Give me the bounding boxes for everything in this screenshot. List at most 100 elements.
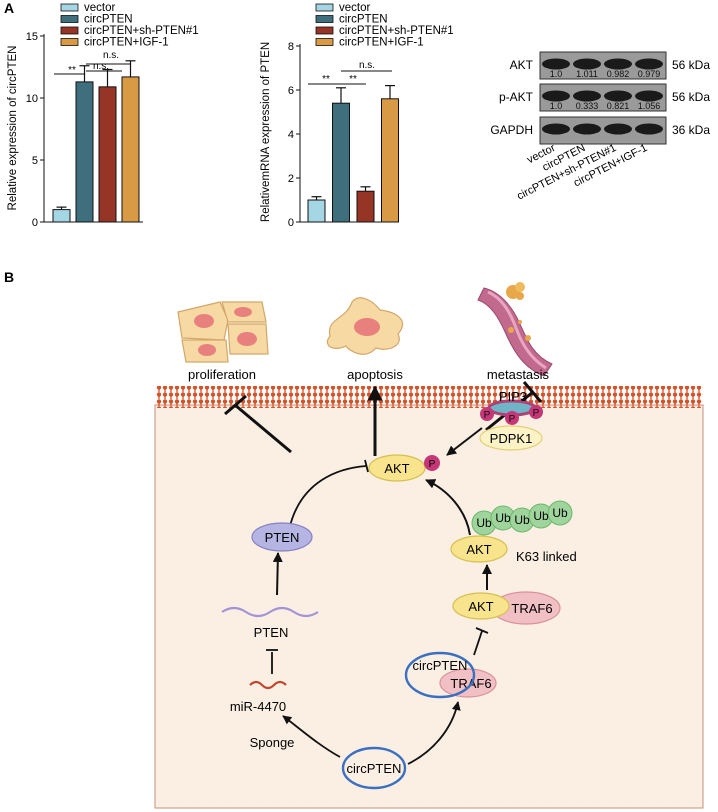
circpten-node-complex <box>404 651 476 699</box>
chart1-legend: vectorcircPTENcircPTEN+sh-PTEN#1circPTEN… <box>60 2 199 49</box>
akt-label: AKT <box>466 542 491 557</box>
pip3-label: PIP3 <box>499 389 527 404</box>
chart2-sig-stars-2: ** <box>349 74 357 85</box>
panel-b-label: B <box>4 269 14 285</box>
traf6-node-complex <box>439 668 497 698</box>
k63-linked-label: K63 linked <box>516 549 577 564</box>
chart1-tick-label: 10 <box>26 93 38 105</box>
ubiquitin-label: Ub <box>552 506 568 520</box>
ubiquitin-label: Ub <box>476 516 492 530</box>
inhibit-proliferation <box>234 403 292 454</box>
blot-band <box>542 123 570 135</box>
blot-band <box>542 58 570 70</box>
band-quant-value: 1.0 <box>550 69 563 79</box>
legend-swatch <box>315 15 334 23</box>
blot-band <box>573 123 601 135</box>
bar-3 <box>356 190 375 223</box>
phosphate-icon <box>529 405 543 419</box>
chart1-sig-ns-1: n.s. <box>93 61 109 72</box>
chart1-ylabel: Relative expression of circPTEN <box>7 46 19 211</box>
pten-mrna-label: PTEN <box>254 625 289 640</box>
bar-3 <box>98 86 117 223</box>
legend-swatch <box>315 26 334 35</box>
akt-label: AKT <box>384 461 409 476</box>
blot-band <box>635 58 663 70</box>
blot-band <box>635 90 663 102</box>
chart2-ylabel: RelativemRNA expression of PTEN <box>260 42 272 222</box>
band-quant-value: 1.011 <box>576 69 598 79</box>
blot-band <box>573 90 601 102</box>
ubiquitin-chain: Ub Ub Ub Ub Ub <box>471 500 573 536</box>
legend-label: circPTEN <box>339 14 388 26</box>
chart1-tick-label: 15 <box>26 31 38 43</box>
bar-2 <box>75 81 94 223</box>
band-quant-value: 0.333 <box>576 101 599 111</box>
band-quant-value: 0.821 <box>607 101 630 111</box>
proliferation-cells-image <box>177 301 269 363</box>
chart1-y-ticks: 0 5 10 15 <box>26 31 44 229</box>
apoptosis-cell-image <box>326 297 404 355</box>
chart2-tick-label: 4 <box>288 129 294 141</box>
label-apoptosis: apoptosis <box>347 367 403 382</box>
pten-protein-label: PTEN <box>265 530 300 545</box>
traf6-label: TRAF6 <box>511 601 552 616</box>
blot-band <box>635 123 663 135</box>
chart2-tick-label: 2 <box>288 173 294 185</box>
legend-swatch <box>315 3 334 12</box>
legend-swatch <box>60 15 79 23</box>
chart2-sig-ns: n.s. <box>359 60 375 71</box>
phosphate-label: P <box>533 408 540 419</box>
chart-circpten: Relative expression of circPTEN 0 5 10 1… <box>7 31 143 229</box>
band-quant-value: 1.0 <box>550 101 563 111</box>
chart1-sig-stars: ** <box>68 65 76 76</box>
metastasis-vessel-image <box>477 282 553 377</box>
chart1-tick-label: 0 <box>32 217 38 229</box>
akt-node-membrane <box>368 454 426 482</box>
phosphate-icon <box>505 411 519 425</box>
pten-mrna-wave <box>221 606 319 618</box>
label-proliferation: proliferation <box>188 367 256 382</box>
akt-label: AKT <box>468 599 493 614</box>
panel-a-label: A <box>4 0 14 16</box>
bar-1 <box>52 209 71 223</box>
circpten-binds-traf6 <box>407 701 461 765</box>
ubiquitin-label: Ub <box>514 513 530 527</box>
legend-label: circPTEN <box>84 14 133 26</box>
circpten-label: circPTEN <box>347 761 402 776</box>
blot-row-label-akt: AKT <box>510 58 534 72</box>
chart-pten: RelativemRNA expression of PTEN 0 2 4 6 … <box>260 41 399 229</box>
pten-protein-node <box>251 522 313 552</box>
blot-band <box>573 58 601 70</box>
blot-kda-gapdh: 36 kDa <box>672 123 710 137</box>
band-quant-value: 1.056 <box>638 101 661 111</box>
chart2-y-ticks: 0 2 4 6 8 <box>288 41 300 229</box>
complex-inhibits-akt-traf6 <box>473 630 483 656</box>
legend-label: vector <box>339 2 370 14</box>
pten-mrna-to-protein <box>272 552 283 596</box>
phosphate-label: P <box>484 410 491 421</box>
phosphate-icon <box>480 407 494 421</box>
pathway-diagram: proliferation apoptosis metastasis PIP3 … <box>154 282 704 809</box>
bar-4 <box>381 98 399 223</box>
circpten-sponges-mirna <box>282 715 341 758</box>
chart2-tick-label: 0 <box>288 217 294 229</box>
legend-swatch <box>60 26 79 35</box>
chart2-tick-label: 8 <box>288 41 294 53</box>
pdpk1-node <box>479 425 543 451</box>
mirna-label: miR-4470 <box>230 699 286 714</box>
pten-inhibits-akt <box>288 465 367 531</box>
legend-swatch <box>60 38 79 46</box>
blot-kda-pakt: 56 kDa <box>672 90 710 104</box>
blot-row-label-pakt: p-AKT <box>499 90 534 104</box>
chart1-tick-label: 5 <box>32 155 38 167</box>
akt-node-ubiquitinated <box>450 535 508 563</box>
blot-kda-akt: 56 kDa <box>672 58 710 72</box>
blot-band <box>542 90 570 102</box>
bar-1 <box>307 199 326 223</box>
phosphate-label: P <box>509 414 516 425</box>
legend-label: circPTEN+IGF-1 <box>339 37 424 49</box>
bar-2 <box>332 102 350 223</box>
mirna-squiggle <box>249 680 287 690</box>
